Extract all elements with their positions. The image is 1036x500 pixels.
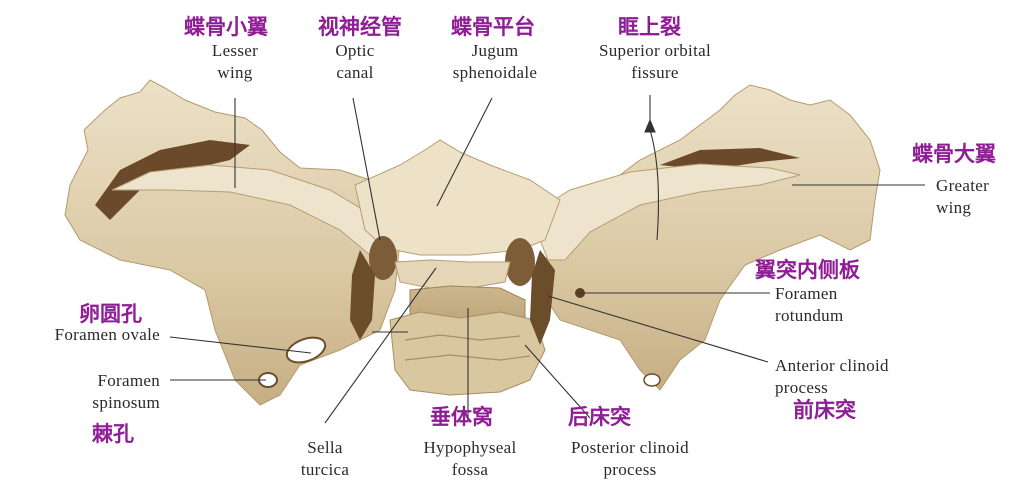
label-post-clinoid-en: Posterior clinoid process bbox=[571, 438, 689, 479]
label-rotundum-en: Foramen rotundum bbox=[775, 284, 844, 325]
label-hypophyseal-zh: 垂体窝 bbox=[430, 405, 493, 429]
foramen-ovale-shape bbox=[285, 336, 327, 364]
label-rotundum-zh: 翼突内侧板 bbox=[755, 258, 860, 282]
label-sella-en: Sella turcica bbox=[300, 438, 350, 479]
label-lesser-wing-zh: 蝶骨小翼 bbox=[184, 15, 268, 39]
label-greater-wing-zh: 蝶骨大翼 bbox=[912, 142, 996, 166]
label-jugum-en: Jugum sphenoidale bbox=[452, 41, 538, 82]
label-ant-clinoid-zh: 前床突 bbox=[793, 398, 856, 422]
right-greater-wing bbox=[539, 84, 881, 391]
label-sup-orbital-zh: 眶上裂 bbox=[618, 15, 681, 39]
label-spinosum-en: Foramen spinosum bbox=[92, 371, 160, 412]
label-hypophyseal-en: Hypophyseal fossa bbox=[423, 438, 517, 479]
right-lesser-wing bbox=[529, 163, 801, 261]
label-spinosum-zh: 棘孔 bbox=[92, 422, 134, 446]
left-greater-wing bbox=[64, 79, 401, 406]
left-optic-canal bbox=[369, 236, 397, 280]
label-greater-wing-en: Greater wing bbox=[936, 176, 990, 217]
label-optic-canal-en: Optic canal bbox=[335, 41, 375, 82]
label-ovale-zh: 卵圆孔 bbox=[79, 302, 142, 326]
left-orbital-fissure-shadow bbox=[95, 140, 250, 220]
label-post-clinoid-zh: 后床突 bbox=[568, 405, 631, 429]
right-optic-canal bbox=[505, 238, 535, 286]
label-ant-clinoid-en: Anterior clinoid process bbox=[775, 356, 889, 397]
label-jugum-zh: 蝶骨平台 bbox=[451, 15, 535, 39]
label-lesser-wing-en: Lesser wing bbox=[211, 41, 259, 82]
leader-lines bbox=[169, 95, 925, 424]
jugum-sphenoidale bbox=[354, 139, 561, 256]
label-sup-orbital-en: Superior orbital fissure bbox=[599, 41, 711, 82]
label-ovale-en: Foramen ovale bbox=[54, 325, 160, 344]
label-optic-canal-zh: 视神经管 bbox=[318, 15, 402, 39]
